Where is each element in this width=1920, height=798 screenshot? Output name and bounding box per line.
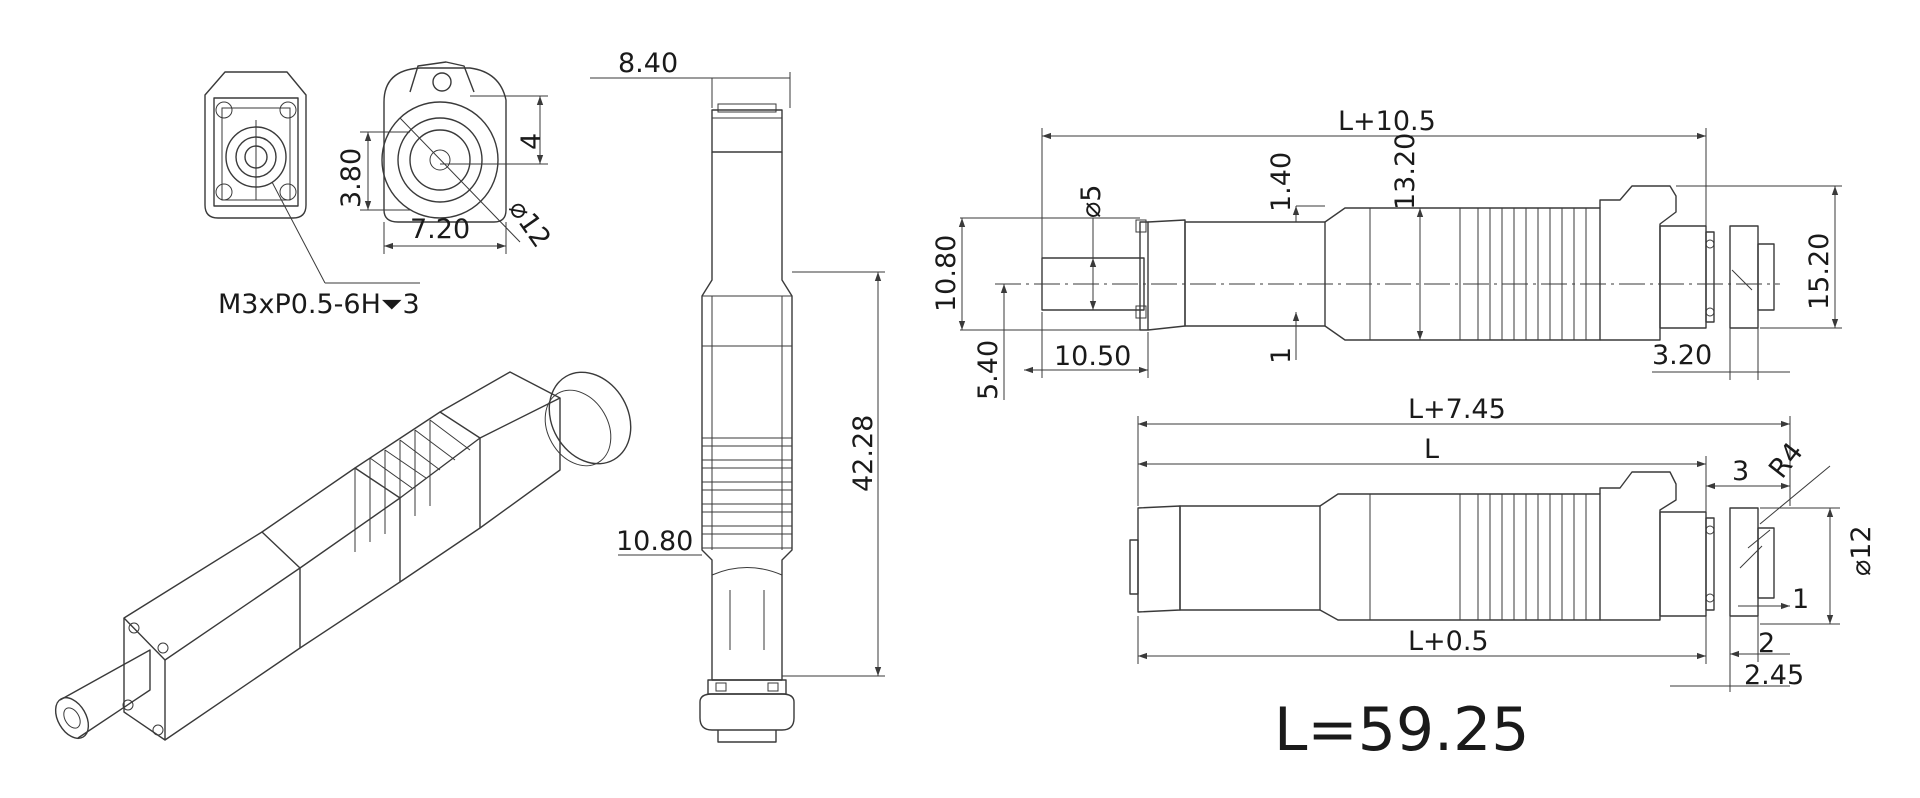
top-view-fins	[702, 437, 792, 549]
side-dim-15-20: 15.20	[1804, 233, 1835, 310]
lower-side-view-fins	[1477, 494, 1587, 620]
front-view-square	[204, 71, 420, 284]
lower-dim-1: 1	[1792, 584, 1809, 615]
top-dim-42-28: 42.28	[848, 415, 879, 492]
front-dim-4: 4	[516, 133, 547, 150]
lower-dim-dia12: ⌀12	[1846, 525, 1877, 576]
isometric-view	[54, 371, 632, 741]
front-dimension-lines	[360, 95, 548, 254]
top-view	[699, 103, 795, 743]
top-dim-10-80: 10.80	[616, 526, 693, 557]
lower-dimension-lines	[1137, 416, 1840, 692]
side-dim-1: 1	[1266, 347, 1297, 364]
front-view-round	[381, 61, 521, 243]
side-dim-1-40: 1.40	[1266, 152, 1297, 212]
front-dim-7-20: 7.20	[410, 214, 470, 245]
side-dim-10-80: 10.80	[931, 235, 962, 312]
side-dim-13-20: 13.20	[1390, 133, 1421, 210]
lower-dim-L-plus-0-5: L+0.5	[1408, 626, 1489, 657]
lower-dim-total: L+7.45	[1408, 394, 1506, 425]
lower-dim-2: 2	[1758, 628, 1775, 659]
lower-dim-L: L	[1424, 434, 1439, 465]
front-dim-3-80: 3.80	[336, 148, 367, 208]
lower-dim-R4: R4	[1763, 437, 1810, 484]
lower-side-view	[1129, 471, 1775, 621]
thread-callout-label: M3xP0.5-6H⏷3	[218, 289, 420, 320]
top-dim-8-40: 8.40	[618, 48, 678, 79]
side-dim-dia5: ⌀5	[1076, 185, 1107, 218]
lower-dim-3: 3	[1732, 456, 1749, 487]
side-dim-total: L+10.5	[1338, 106, 1436, 137]
side-dim-3-20: 3.20	[1652, 340, 1712, 371]
side-view-fins	[1477, 208, 1587, 340]
front-dim-dia12: ⌀12	[502, 194, 556, 253]
top-dimension-lines	[590, 72, 885, 677]
lower-dim-2-45: 2.45	[1744, 660, 1804, 691]
side-view	[995, 185, 1780, 341]
side-dimension-lines	[958, 128, 1842, 400]
side-dim-5-40: 5.40	[973, 340, 1004, 400]
side-dim-10-50: 10.50	[1054, 341, 1131, 372]
length-formula: L=59.25	[1274, 695, 1529, 765]
